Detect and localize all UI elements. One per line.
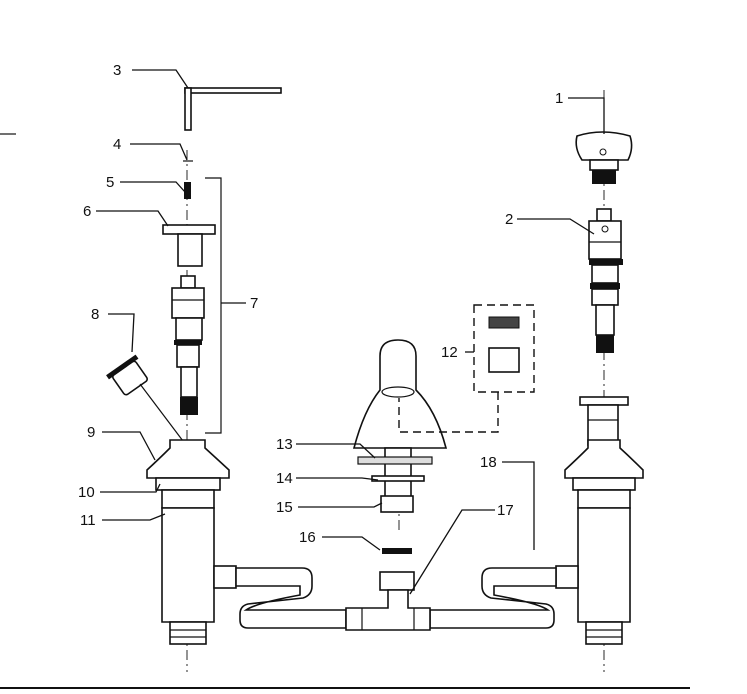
left-nut-part	[161, 489, 215, 509]
callout-10: 10	[78, 484, 95, 501]
right-escutcheon-part	[564, 439, 644, 479]
callout-8: 8	[91, 306, 99, 323]
right-cartridge-part	[588, 208, 623, 353]
callout-14: 14	[276, 470, 293, 487]
kit-gasket	[488, 316, 520, 329]
callout-11: 11	[80, 512, 96, 529]
callout-16: 16	[299, 529, 316, 546]
kit-leader	[398, 392, 499, 433]
callout-9: 9	[87, 424, 95, 441]
cap-part	[106, 354, 148, 396]
tee-part	[345, 589, 431, 631]
callout-6: 6	[83, 203, 91, 220]
callout-17: 17	[497, 502, 514, 519]
callout-12: 12	[441, 344, 458, 361]
spout-part	[352, 339, 448, 449]
callout-2: 2	[505, 211, 513, 228]
callout-15: 15	[276, 499, 293, 516]
right-tube	[429, 567, 557, 629]
set-screw-part	[184, 182, 191, 199]
callout-18: 18	[480, 454, 497, 471]
callout-3: 3	[113, 62, 121, 79]
cartridge-bracket	[205, 177, 222, 434]
kit-aerator	[488, 347, 520, 373]
callout-4: 4	[113, 136, 121, 153]
washer-part	[371, 475, 425, 482]
lever-handle-part	[575, 131, 633, 161]
left-escutcheon-part	[146, 439, 230, 479]
callout-5: 5	[106, 174, 114, 191]
spout-nut-part	[380, 495, 414, 513]
coupling-nut-part	[379, 571, 415, 591]
left-ring-part	[155, 477, 221, 491]
t-handle-part	[184, 87, 282, 131]
kit-box	[473, 304, 535, 393]
right-valve-body	[577, 507, 631, 623]
left-valve-body	[161, 507, 215, 623]
callout-13: 13	[276, 436, 293, 453]
o-ring-part	[382, 548, 412, 554]
flange-part	[162, 224, 216, 267]
left-tube	[235, 567, 347, 629]
left-shank-nut	[169, 621, 207, 645]
callout-7: 7	[250, 295, 258, 312]
left-cartridge-part	[171, 275, 205, 415]
gasket-part	[357, 456, 433, 465]
callout-1: 1	[555, 90, 563, 107]
